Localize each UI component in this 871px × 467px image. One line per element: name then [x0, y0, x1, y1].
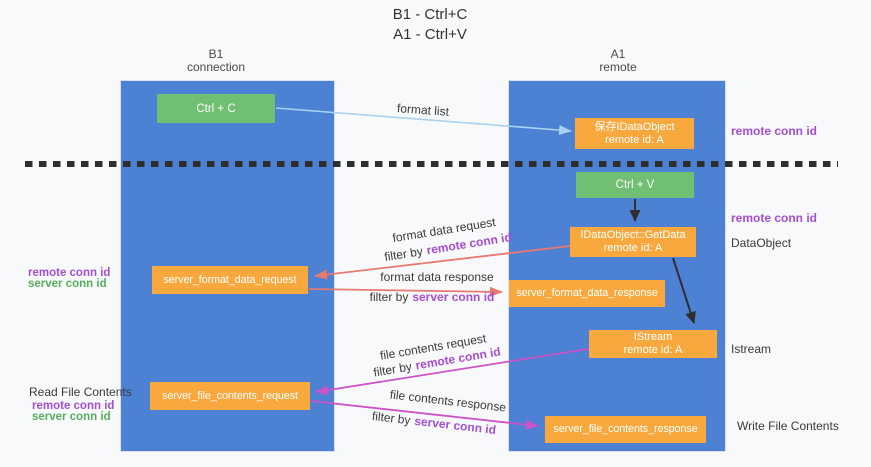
ctrl-c-label: Ctrl + C — [196, 102, 236, 115]
getdata-line2: remote id: A — [603, 242, 663, 254]
write-file-contents-annotation: Write File Contents — [737, 419, 839, 433]
server-format-data-response-label: server_format_data_response — [516, 287, 658, 299]
save-dataobject-line2: remote id: A — [605, 133, 664, 146]
istream-box: IStream remote id: A — [589, 330, 717, 358]
read-file-contents-annotation: Read File Contents — [29, 385, 132, 399]
server-conn-id-annotation-left-bottom: server conn id — [32, 411, 111, 423]
save-dataobject-box: 保存IDataObject remote id: A — [575, 118, 694, 149]
server-file-contents-request-label: server_file_contents_request — [162, 389, 298, 402]
istream-line2: remote id: A — [623, 344, 683, 356]
server-file-contents-response-box: server_file_contents_response — [545, 416, 706, 443]
filter-by-text: filter by — [371, 408, 412, 428]
diagram-title: B1 - Ctrl+C A1 - Ctrl+V — [280, 5, 580, 45]
save-dataobject-line1: 保存IDataObject — [594, 120, 675, 133]
remote-conn-id-annotation-left-top: remote conn id — [28, 267, 111, 279]
remote-conn-id-annotation-top: remote conn id — [731, 124, 818, 138]
file-contents-response-label: file contents response — [389, 387, 507, 415]
ctrl-c-box: Ctrl + C — [157, 94, 275, 123]
server-file-contents-request-box: server_file_contents_request — [150, 382, 310, 410]
ctrl-v-label: Ctrl + V — [615, 179, 655, 191]
title-line-2: A1 - Ctrl+V — [393, 26, 467, 43]
conn-id-annotation-block-top: remote conn id server conn id — [28, 267, 111, 290]
conn-id-annotation-block-bottom: remote conn id server conn id — [32, 400, 115, 423]
getdata-box: IDataObject::GetData remote id: A — [570, 227, 696, 257]
server-conn-id-filter-text: server conn id — [413, 413, 497, 438]
lifeline-b1-name: B1 — [208, 47, 224, 61]
server-conn-id-filter-text: server conn id — [412, 290, 495, 304]
server-file-contents-response-label: server_file_contents_response — [553, 423, 698, 435]
getdata-line1: IDataObject::GetData — [580, 229, 686, 241]
format-list-label: format list — [396, 101, 450, 119]
istream-annotation: Istream — [731, 342, 772, 356]
server-format-data-request-label: server_format_data_request — [163, 273, 297, 286]
server-conn-id-annotation-left-top: server conn id — [28, 278, 107, 290]
lifeline-header-a1: A1 remote — [548, 48, 688, 74]
lifeline-b1-role: connection — [186, 60, 246, 74]
lifeline-a1-name: A1 — [610, 47, 626, 61]
remote-conn-id-annotation-left-bottom: remote conn id — [32, 400, 115, 412]
ctrl-v-box: Ctrl + V — [576, 172, 694, 198]
dataobject-annotation: DataObject — [731, 236, 792, 250]
server-format-data-response-box: server_format_data_response — [509, 280, 665, 307]
filter-by-text: filter by — [383, 244, 424, 264]
lifeline-a1-role: remote — [599, 60, 637, 74]
title-line-1: B1 - Ctrl+C — [392, 6, 468, 23]
istream-line1: IStream — [633, 331, 673, 343]
format-data-response-label: format data response — [380, 270, 494, 284]
lifeline-header-b1: B1 connection — [146, 48, 286, 74]
filter-by-text: filter by — [369, 290, 409, 304]
remote-conn-id-annotation-mid: remote conn id — [731, 211, 818, 225]
filter-by-text: filter by — [372, 359, 413, 380]
server-format-data-request-box: server_format_data_request — [152, 266, 308, 294]
